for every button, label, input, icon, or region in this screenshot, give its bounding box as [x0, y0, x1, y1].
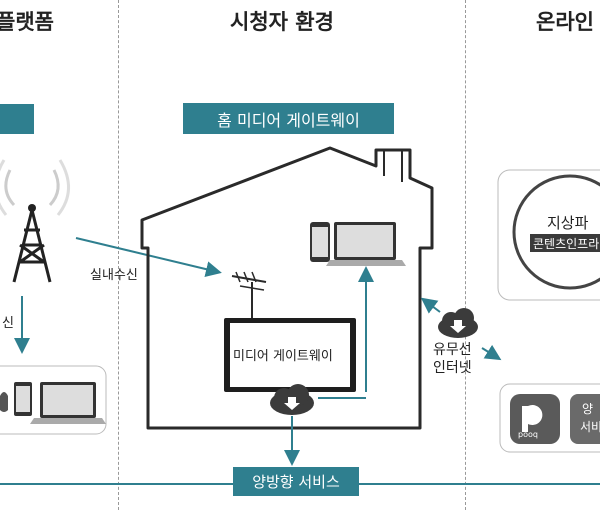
house-outline — [140, 146, 434, 430]
broadcast-tower-icon — [0, 159, 70, 283]
content-provider-label: 콘텐츠인프라 — [533, 237, 600, 251]
tv-antenna-icon — [231, 271, 267, 318]
service-partial-label-1: 양 — [582, 402, 594, 416]
service-app-icon — [570, 394, 600, 444]
terrestrial-box — [497, 169, 600, 301]
platform-device-box — [0, 365, 107, 435]
service-partial-label-2: 서비 — [580, 420, 600, 434]
viewer-environment-header: 시청자 환경 — [230, 10, 334, 34]
terrestrial-circle — [512, 174, 600, 290]
tv-icon — [224, 318, 356, 392]
home-media-gateway-title: 홈 미디어 게이트웨이 — [183, 103, 394, 134]
online-header: 온라인 — [536, 10, 594, 34]
tv-screen-label: 미디어 게이트웨이 — [233, 349, 333, 364]
service-box — [499, 383, 600, 453]
terrestrial-label: 지상파 — [547, 214, 589, 232]
internet-label: 인터넷 — [433, 360, 472, 376]
cloud-internet-icon — [438, 308, 478, 338]
receive-label: 신 — [2, 316, 14, 331]
bidirectional-service-box: 양방향 서비스 — [233, 467, 359, 496]
column-divider-left — [118, 0, 119, 510]
content-provider-bar — [530, 234, 600, 252]
phone-icon — [14, 382, 32, 416]
phone-icon-home — [310, 222, 330, 262]
partial-device-icon — [0, 392, 8, 412]
cloud-download-icon — [270, 384, 314, 415]
platform-label-box — [0, 104, 34, 134]
laptop-icon-home — [326, 222, 406, 266]
laptop-icon — [30, 382, 106, 424]
pooq-label: pooq — [518, 430, 538, 439]
column-divider-right — [465, 0, 466, 510]
wired-wireless-label: 유무선 — [433, 342, 472, 358]
platform-header: 플랫폼 — [0, 10, 54, 34]
indoor-reception-label: 실내수신 — [90, 268, 138, 283]
